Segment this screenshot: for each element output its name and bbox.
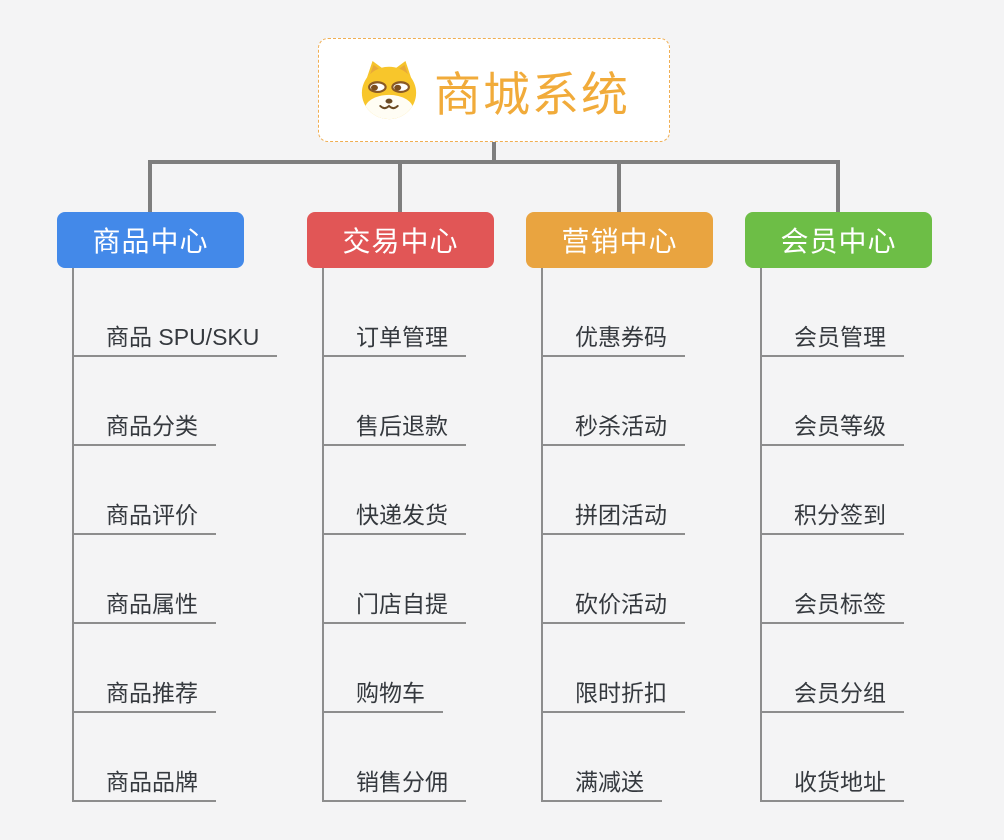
branch-trade-center: 交易中心 订单管理 售后退款 快递发货 门店自提 购物车 销售分佣 [307,212,607,812]
child-node[interactable]: 销售分佣 [322,766,466,802]
child-node[interactable]: 商品推荐 [72,677,216,713]
root-node[interactable]: 商城系统 [318,38,670,142]
branch-node-trade-center[interactable]: 交易中心 [307,212,494,268]
child-node[interactable]: 门店自提 [322,588,466,624]
child-node[interactable]: 积分签到 [760,499,904,535]
child-node[interactable]: 砍价活动 [541,588,685,624]
child-node[interactable]: 会员管理 [760,321,904,357]
child-node[interactable]: 售后退款 [322,410,466,446]
connector-drop [617,160,621,212]
branch-marketing-center: 营销中心 优惠券码 秒杀活动 拼团活动 砍价活动 限时折扣 满减送 [526,212,826,812]
child-node[interactable]: 快递发货 [322,499,466,535]
child-node[interactable]: 秒杀活动 [541,410,685,446]
child-node[interactable]: 商品品牌 [72,766,216,802]
child-node[interactable]: 拼团活动 [541,499,685,535]
child-node[interactable]: 优惠券码 [541,321,685,357]
child-node[interactable]: 会员标签 [760,588,904,624]
child-node[interactable]: 满减送 [541,766,662,802]
child-node[interactable]: 商品属性 [72,588,216,624]
connector-branch-spine [72,268,74,802]
connector-root-stem [492,142,496,162]
child-node[interactable]: 商品 SPU/SKU [72,321,278,357]
connector-branch-spine [760,268,762,802]
child-node[interactable]: 收货地址 [760,766,904,802]
branch-node-member-center[interactable]: 会员中心 [745,212,932,268]
root-title: 商城系统 [434,67,630,121]
child-node[interactable]: 会员分组 [760,677,904,713]
branch-node-product-center[interactable]: 商品中心 [57,212,244,268]
branch-node-marketing-center[interactable]: 营销中心 [526,212,713,268]
connector-drop [398,160,402,212]
connector-branch-spine [541,268,543,802]
child-node[interactable]: 商品评价 [72,499,216,535]
branch-member-center: 会员中心 会员管理 会员等级 积分签到 会员标签 会员分组 收货地址 [745,212,1004,812]
child-node[interactable]: 限时折扣 [541,677,685,713]
connector-rail [148,160,840,164]
child-node[interactable]: 商品分类 [72,410,216,446]
connector-drop [836,160,840,212]
connector-drop [148,160,152,212]
child-node[interactable]: 购物车 [322,677,443,713]
child-node[interactable]: 会员等级 [760,410,904,446]
connector-branch-spine [322,268,324,802]
child-node[interactable]: 订单管理 [322,321,466,357]
branch-product-center: 商品中心 商品 SPU/SKU 商品分类 商品评价 商品属性 商品推荐 商品品牌 [57,212,357,812]
shiba-dog-icon [361,60,417,120]
